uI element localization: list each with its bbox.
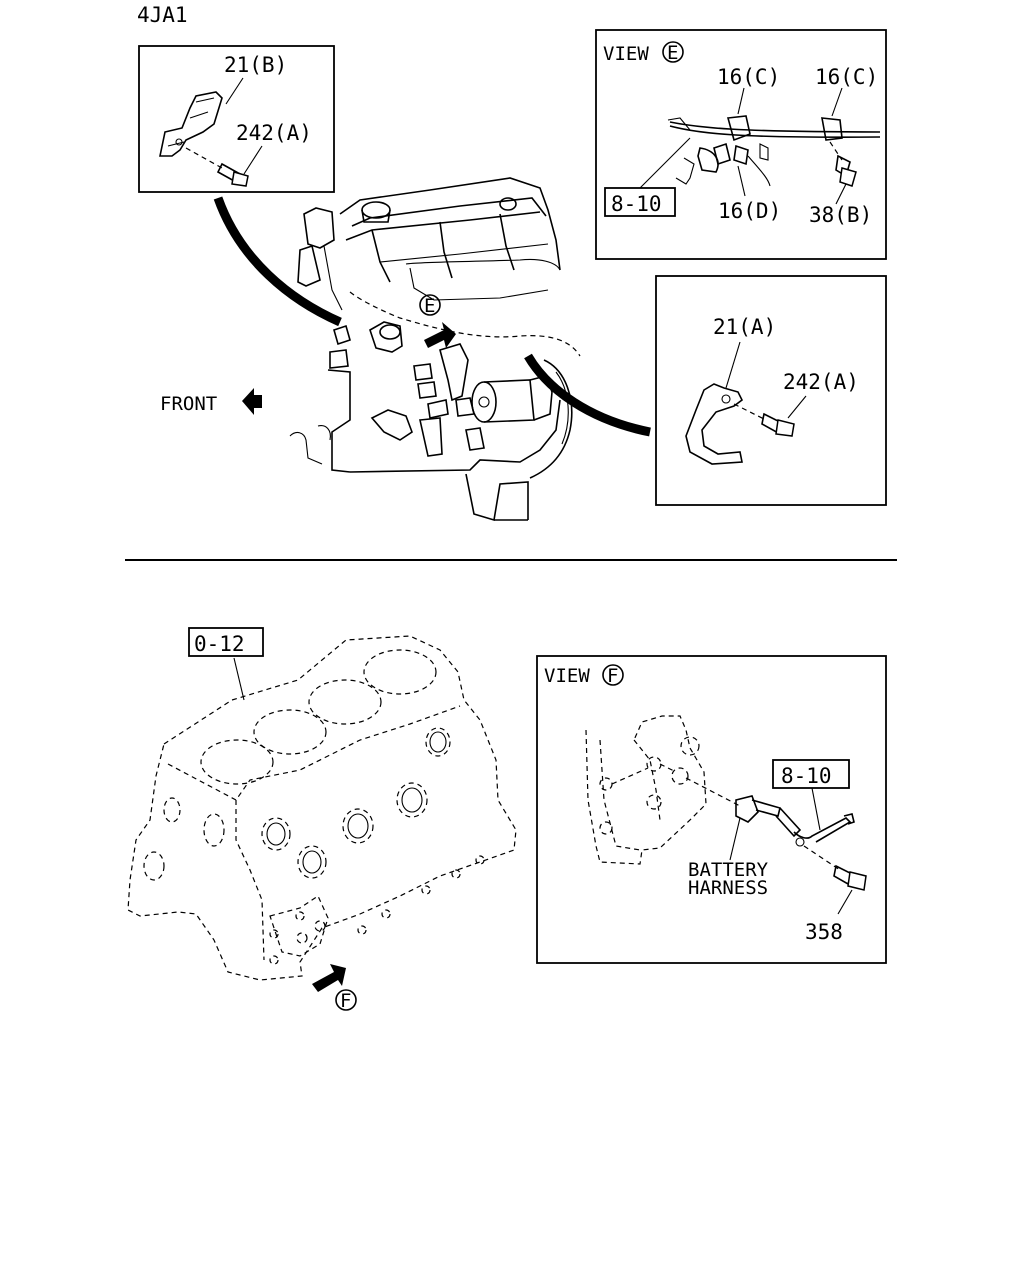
bracket-21b [159, 91, 223, 157]
model-label: 4JA1 [137, 3, 188, 27]
cylinder-bore-4 [363, 649, 437, 695]
view-f-title: VIEW [544, 665, 590, 687]
view-e-marker: E [667, 42, 678, 64]
cylinder-bore-1 [200, 739, 274, 785]
ref-8-10-e: 8-10 [611, 192, 662, 216]
block-marker-circle [335, 989, 357, 1011]
view-e-marker-circle [662, 41, 684, 63]
label-16c-right: 16(C) [815, 65, 878, 89]
bolt-242a-lower [733, 403, 795, 437]
front-label: FRONT [160, 393, 217, 415]
engine-marker: E [424, 295, 435, 317]
battery-harness-terminal [685, 777, 867, 891]
label-16d: 16(D) [718, 199, 781, 223]
detail-box-21a: 21(A) 242(A) [655, 275, 887, 506]
callout-curve-left [213, 196, 342, 327]
cylinder-block: 0-12 [127, 627, 517, 1012]
engine-illustration: E [289, 177, 581, 522]
ref-box-0-12 [188, 627, 264, 657]
cylinder-bore-3 [308, 679, 382, 725]
ref-0-12: 0-12 [194, 632, 245, 656]
label-242a-lower: 242(A) [783, 370, 859, 394]
cylinder-bore-2 [253, 709, 327, 755]
label-16c-left: 16(C) [717, 65, 780, 89]
view-f-box: VIEW F 8-10 BATTERY HARNESS 358 [536, 655, 887, 964]
harness-label-1: BATTERY [688, 859, 769, 881]
label-21b: 21(B) [224, 53, 287, 77]
block-detail-f [585, 715, 707, 865]
engine-marker-circle [419, 294, 441, 316]
view-f-marker: F [607, 665, 618, 687]
block-arrow [312, 964, 346, 992]
block-marker: F [340, 990, 351, 1012]
view-e-box: VIEW E 16(C) 16(C) 8-10 16(D) 38(B) [595, 29, 887, 260]
front-arrow [242, 388, 262, 415]
starter-motor [471, 375, 553, 423]
detail-box-21b: 21(B) 242(A) [138, 45, 335, 193]
label-242a-upper: 242(A) [236, 121, 312, 145]
label-21a: 21(A) [713, 315, 776, 339]
callout-curve-right [524, 353, 651, 437]
label-38b: 38(B) [809, 203, 872, 227]
harness-label-2: HARNESS [688, 877, 768, 899]
bolt-242a-upper [185, 147, 249, 187]
view-e-title: VIEW [603, 43, 649, 65]
view-f-marker-circle [602, 664, 624, 686]
bracket-21a [685, 383, 744, 465]
ref-box-8-10-f [772, 759, 850, 789]
harness-view-e [667, 115, 881, 187]
ref-8-10-f: 8-10 [781, 764, 832, 788]
label-358: 358 [805, 920, 843, 944]
